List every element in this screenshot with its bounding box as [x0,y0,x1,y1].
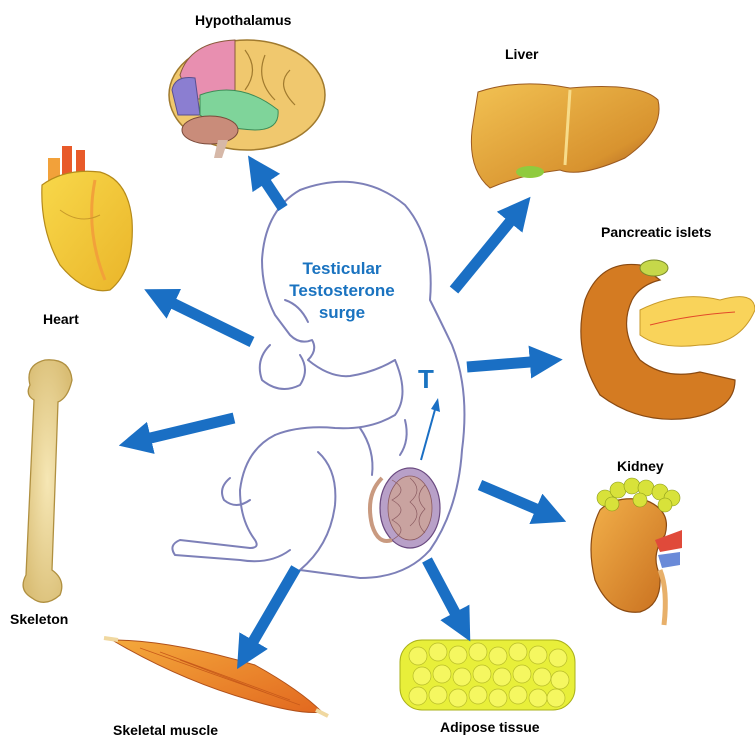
arrow-to-muscle [247,568,296,652]
testosterone-arrow [421,398,440,460]
label-skeletal-muscle: Skeletal muscle [113,722,218,738]
label-kidney: Kidney [617,458,664,474]
center-title-line-1: Testicular [272,258,412,280]
arrows [138,172,548,652]
pancreas-icon [581,260,755,419]
label-skeleton: Skeleton [10,611,68,627]
label-adipose-tissue: Adipose tissue [440,719,540,735]
liver-icon [471,84,659,188]
center-title: Testicular Testosterone surge [272,258,412,324]
testis-icon [370,468,440,548]
testosterone-symbol: T [418,364,434,395]
bone-icon [23,360,72,603]
label-liver: Liver [505,46,538,62]
center-title-line-2: Testosterone [272,280,412,302]
heart-icon [42,146,133,291]
arrow-to-adipose [427,560,461,624]
arrow-to-heart [162,298,252,342]
arrow-to-pancreas [467,361,543,367]
brain-icon [169,40,325,158]
arrow-to-liver [454,212,518,290]
adipose-icon [400,640,575,710]
label-hypothalamus: Hypothalamus [195,12,291,28]
kidney-icon [591,478,682,625]
muscle-icon [104,638,328,716]
arrow-to-hypothalamus [259,172,283,208]
label-pancreatic-islets: Pancreatic islets [601,224,712,240]
label-heart: Heart [43,311,79,327]
arrow-to-skeleton [138,418,234,441]
center-title-line-3: surge [272,302,412,324]
arrow-to-kidney [480,485,548,514]
